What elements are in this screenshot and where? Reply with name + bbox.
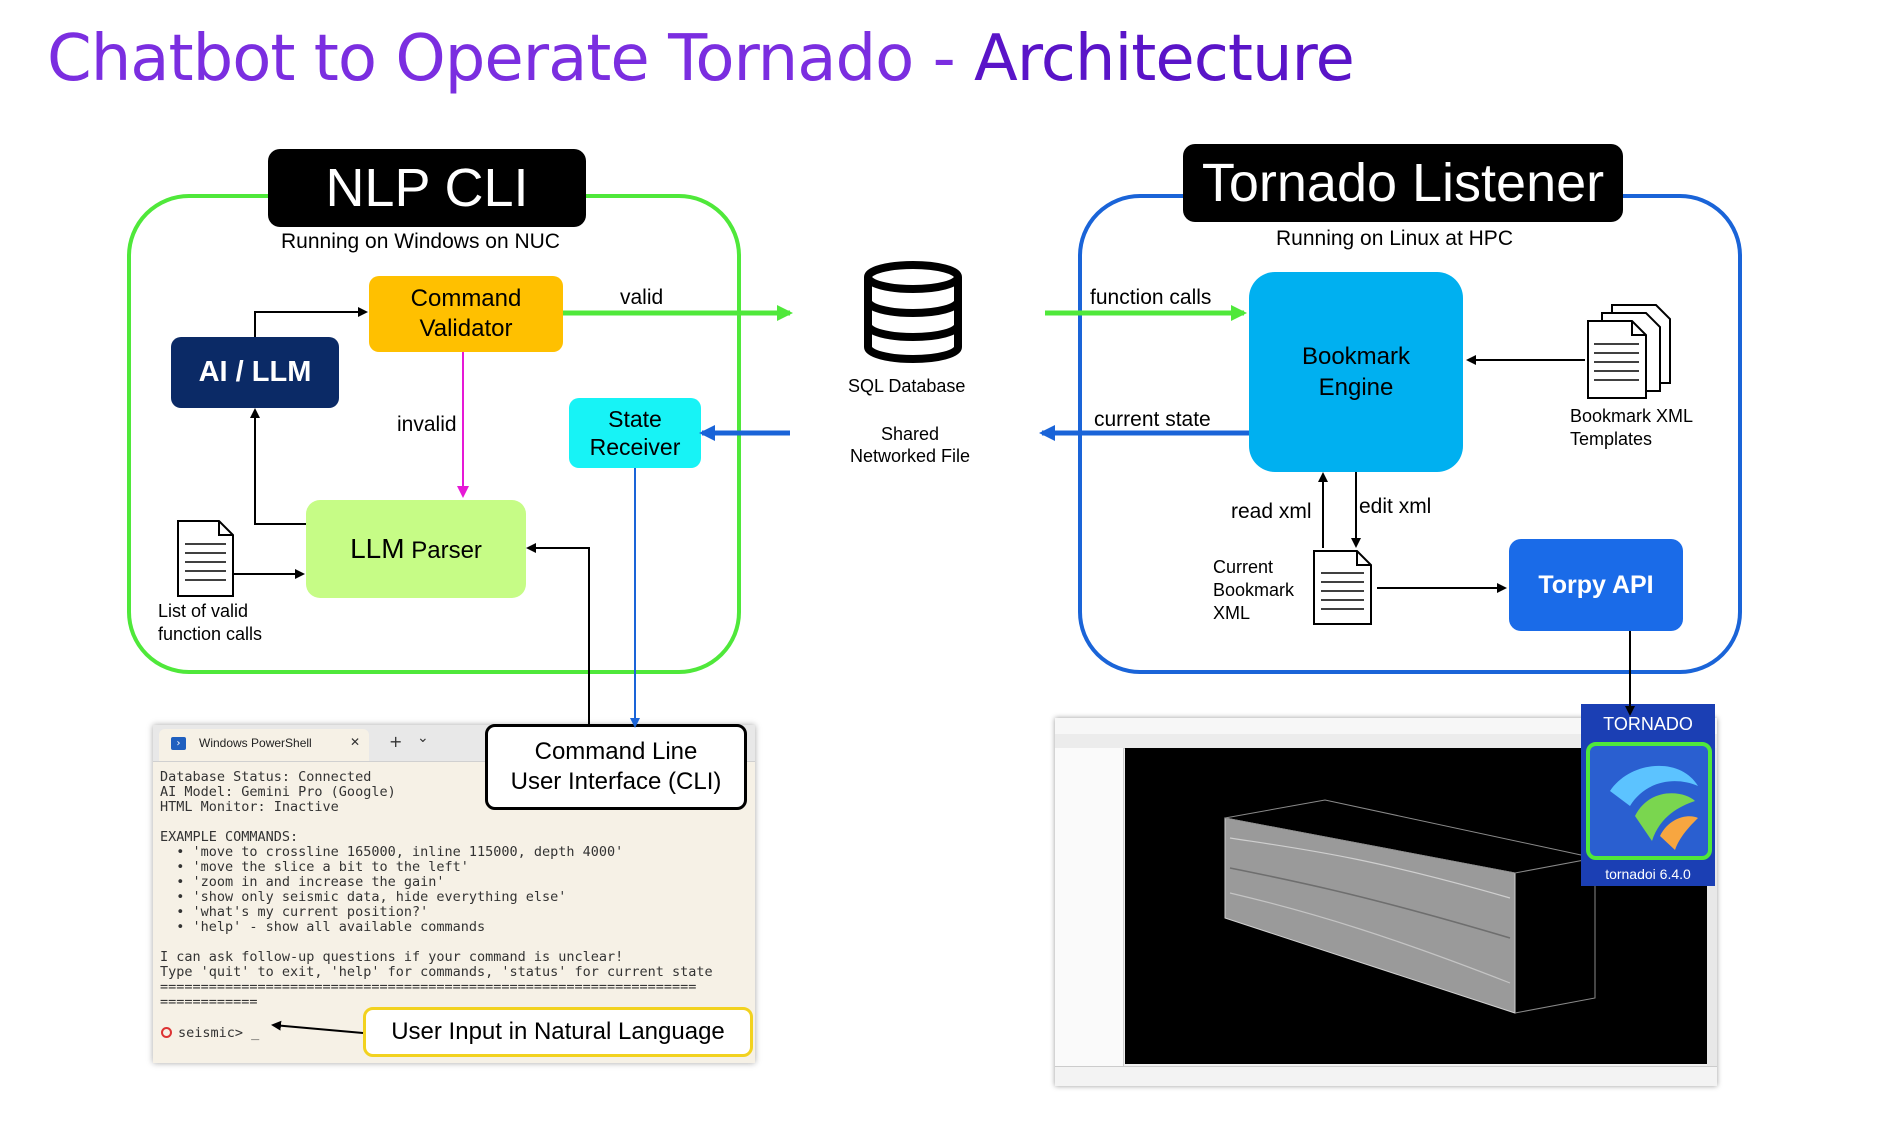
bookmark-templates-label: Bookmark XML Templates [1570, 406, 1694, 449]
tornado-badge-title: TORNADO [1603, 714, 1693, 734]
current-xml-document-icon [1313, 550, 1372, 625]
state-receiver-label: State Receiver [589, 406, 681, 460]
powershell-icon: › [171, 737, 186, 750]
llm-parser-suffix: Parser [404, 537, 482, 564]
console-line: • 'help' - show all available commands [160, 919, 486, 935]
function-list-document-icon [177, 520, 234, 597]
target-icon [161, 1027, 172, 1038]
arrow-cli-to-parser [526, 543, 590, 726]
close-tab-icon[interactable]: ✕ [350, 735, 361, 749]
powershell-tab-title: Windows PowerShell [199, 736, 312, 750]
bookmark-engine-box: Bookmark Engine [1249, 272, 1463, 472]
console-line: AI Model: Gemini Pro (Google) [160, 784, 396, 800]
command-validator-box: Command Validator [369, 276, 563, 352]
console-line: ========================================… [160, 979, 697, 995]
command-validator-label: Command Validator [410, 285, 522, 342]
console-line: • 'zoom in and increase the gain' [160, 874, 445, 890]
tornado-badge: TORNADO tornadoi 6.4.0 [1581, 704, 1715, 886]
ai-llm-box: AI / LLM [171, 337, 339, 408]
console-line: • 'move the slice a bit to the left' [160, 859, 469, 875]
page-title: Chatbot to Operate Tornado - Architectur… [47, 22, 1355, 96]
tornado-listener-title: Tornado Listener [1183, 144, 1623, 222]
tornado-version: tornadoi 6.4.0 [1605, 866, 1691, 882]
console-line: ============ [160, 994, 258, 1010]
tornado-side-panel [1055, 748, 1124, 1066]
tornado-listener-subtitle: Running on Linux at HPC [1276, 227, 1513, 250]
cli-callout: Command Line User Interface (CLI) [485, 724, 747, 810]
powershell-window: › Windows PowerShell ✕ + ⌄ Database Stat… [153, 725, 755, 1063]
console-line: I can ask follow-up questions if your co… [160, 949, 624, 965]
user-input-callout: User Input in Natural Language [363, 1007, 753, 1057]
ai-llm-label: AI / LLM [198, 356, 312, 388]
volume-edge [1514, 858, 1596, 1014]
llm-parser-label: LLM Parser [350, 533, 482, 565]
torpy-api-label: Torpy API [1538, 570, 1654, 599]
sql-database-label: SQL Database [848, 376, 966, 396]
new-tab-button[interactable]: + [389, 732, 403, 751]
current-xml-label: Current Bookmark XML [1213, 557, 1295, 623]
nlp-cli-title: NLP CLI [268, 149, 586, 227]
tornado-logo-icon [1610, 765, 1698, 850]
database-icon [864, 261, 962, 363]
tab-dropdown-button[interactable]: ⌄ [417, 730, 429, 746]
powershell-tab[interactable]: › Windows PowerShell ✕ [159, 729, 369, 761]
arrow-user-input-to-prompt [271, 1020, 364, 1034]
tornado-logo-swirl-green [1635, 793, 1695, 841]
console-line: HTML Monitor: Inactive [160, 799, 339, 815]
console-line: Type 'quit' to exit, 'help' for commands… [160, 964, 713, 980]
tornado-logo-swirl-blue [1610, 765, 1698, 806]
function-list-label: List of valid function calls [158, 601, 263, 644]
shared-file-label: Shared Networked File [849, 424, 971, 466]
console-line: • 'what's my current position?' [160, 904, 429, 920]
torpy-api-box: Torpy API [1509, 539, 1683, 631]
title-emphasis: Architecture [974, 22, 1355, 96]
seismic-reflector-1 [1229, 837, 1511, 899]
console-line: Database Status: Connected [160, 769, 372, 785]
bookmark-templates-icon [1587, 304, 1671, 399]
edit-xml-label: edit xml [1359, 495, 1432, 518]
tornado-logo-swirl-orange [1660, 816, 1698, 850]
seismic-reflector-2 [1229, 867, 1511, 939]
nlp-cli-subtitle: Running on Windows on NUC [281, 230, 560, 253]
title-main: Chatbot to Operate Tornado - [47, 22, 974, 96]
bookmark-engine-label: Bookmark Engine [1301, 343, 1411, 401]
tornado-logo [1586, 742, 1712, 860]
state-receiver-box: State Receiver [569, 398, 701, 468]
user-input-callout-label: User Input in Natural Language [391, 1018, 725, 1045]
arrow-parser-to-ai [250, 408, 306, 525]
console-line: • 'move to crossline 165000, inline 1150… [160, 844, 624, 860]
cli-callout-label: Command Line User Interface (CLI) [510, 738, 722, 795]
console-line: • 'show only seismic data, hide everythi… [160, 889, 567, 905]
tornado-right-toolbar [1707, 748, 1717, 1066]
console-line: EXAMPLE COMMANDS: [160, 829, 299, 845]
invalid-label: invalid [397, 413, 457, 436]
llm-parser-box: LLM Parser [306, 500, 526, 598]
prompt-text: seismic> _ [178, 1025, 260, 1041]
arrow-llm-to-validator [254, 307, 368, 337]
llm-parser-main: LLM [350, 533, 405, 564]
valid-label: valid [620, 286, 664, 309]
read-xml-label: read xml [1231, 500, 1312, 523]
prompt-line[interactable]: seismic> _ [161, 1025, 259, 1041]
seismic-reflector-3 [1229, 892, 1511, 984]
function-calls-label: function calls [1090, 286, 1212, 309]
current-state-label: current state [1094, 408, 1211, 431]
tornado-statusbar [1055, 1066, 1717, 1086]
